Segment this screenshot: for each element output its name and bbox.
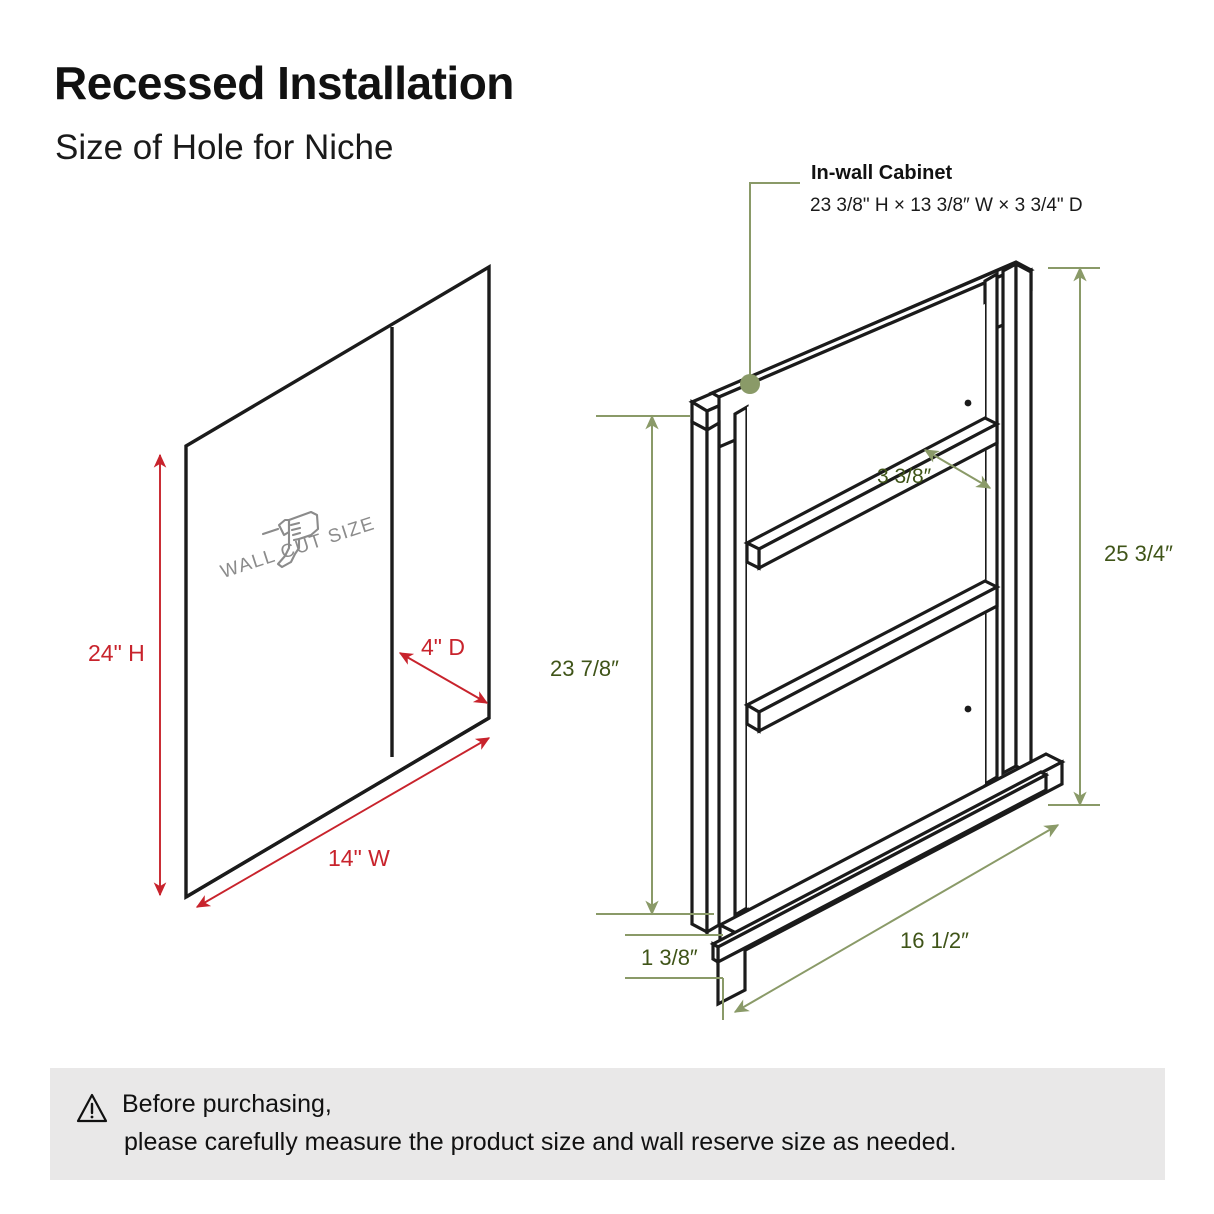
warning-triangle-icon bbox=[76, 1093, 108, 1123]
cabinet-toe-block bbox=[716, 945, 747, 1007]
shelf-pin-hole bbox=[964, 705, 972, 713]
dim-label-outer-width: 16 1/2″ bbox=[900, 928, 969, 953]
cabinet-top-inner-rail bbox=[708, 266, 1014, 399]
cabinet-trim-face bbox=[716, 772, 1048, 965]
dim-label-niche-depth: 4" D bbox=[421, 634, 465, 660]
cabinet-trim-top bbox=[709, 770, 1050, 949]
cabinet-right-post-inner bbox=[983, 271, 999, 787]
cabinet-right-stile-face bbox=[1001, 261, 1018, 776]
cabinet-shelf1-top bbox=[743, 416, 1001, 551]
drill-icon bbox=[261, 510, 320, 569]
niche-back-panel bbox=[184, 264, 491, 900]
cabinet-trim-left-end bbox=[711, 941, 720, 965]
cabinet-shelf1-left-end bbox=[745, 540, 761, 571]
cabinet-top-face bbox=[705, 267, 1033, 433]
callout-leader-line bbox=[749, 182, 800, 382]
dim-label-niche-width: 14" W bbox=[328, 845, 390, 871]
page-title: Recessed Installation bbox=[54, 57, 514, 109]
dim-line-shelf-depth bbox=[923, 449, 992, 489]
dim-label-outer-height: 25 3/4″ bbox=[1104, 541, 1173, 566]
cabinet-back-panel bbox=[747, 304, 985, 908]
cabinet-left-post-inner bbox=[733, 404, 749, 918]
dim-label-shelf-depth: 3 3/8″ bbox=[877, 465, 932, 488]
cabinet-top-inner-face bbox=[717, 269, 1012, 450]
dim-line-niche-width bbox=[195, 737, 491, 908]
dim-label-niche-height: 24" H bbox=[88, 640, 145, 666]
callout-dimensions: 23 3/8" H × 13 3/8″ W × 3 3/4" D bbox=[810, 195, 1083, 216]
shelf-pin-hole bbox=[964, 399, 972, 407]
dim-label-base-height: 1 3/8″ bbox=[641, 945, 698, 970]
cabinet-right-stile-outer bbox=[1014, 261, 1033, 777]
cabinet-left-stile-outer bbox=[690, 419, 709, 935]
cabinet-shelf2-face bbox=[757, 584, 999, 734]
footer-notice-band bbox=[50, 1068, 1165, 1180]
cabinet-top-left-end bbox=[690, 399, 709, 433]
page-subtitle: Size of Hole for Niche bbox=[55, 128, 394, 167]
cabinet-shelf1-face bbox=[757, 421, 999, 571]
footer-text-line2: please carefully measure the product siz… bbox=[124, 1128, 957, 1156]
callout-title: In-wall Cabinet bbox=[811, 162, 953, 184]
dim-line-outer-width bbox=[733, 824, 1060, 1013]
cabinet-shelf2-top bbox=[743, 579, 1001, 714]
cabinet-top-front bbox=[688, 260, 1035, 413]
cabinet-base-top bbox=[716, 752, 1066, 935]
cabinet-base-face bbox=[734, 759, 1064, 958]
dim-label-inner-height: 23 7/8″ bbox=[550, 656, 619, 681]
cabinet-left-stile-face bbox=[705, 420, 721, 935]
footer-text-line1: Before purchasing, bbox=[122, 1090, 332, 1118]
cabinet-shelf2-left-end bbox=[745, 702, 761, 734]
callout-dot-marker bbox=[740, 374, 760, 394]
cabinet-base-left-end bbox=[718, 922, 738, 958]
